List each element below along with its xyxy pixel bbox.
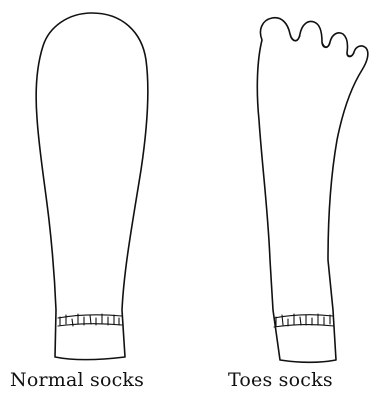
normal-sock-ribbing	[58, 314, 122, 326]
toes-sock-outline	[257, 18, 368, 363]
normal-socks-caption: Normal socks	[10, 369, 144, 391]
toes-socks-caption: Toes socks	[228, 369, 333, 391]
normal-sock-outline	[36, 13, 148, 360]
toes-sock-ribbing	[274, 314, 334, 327]
